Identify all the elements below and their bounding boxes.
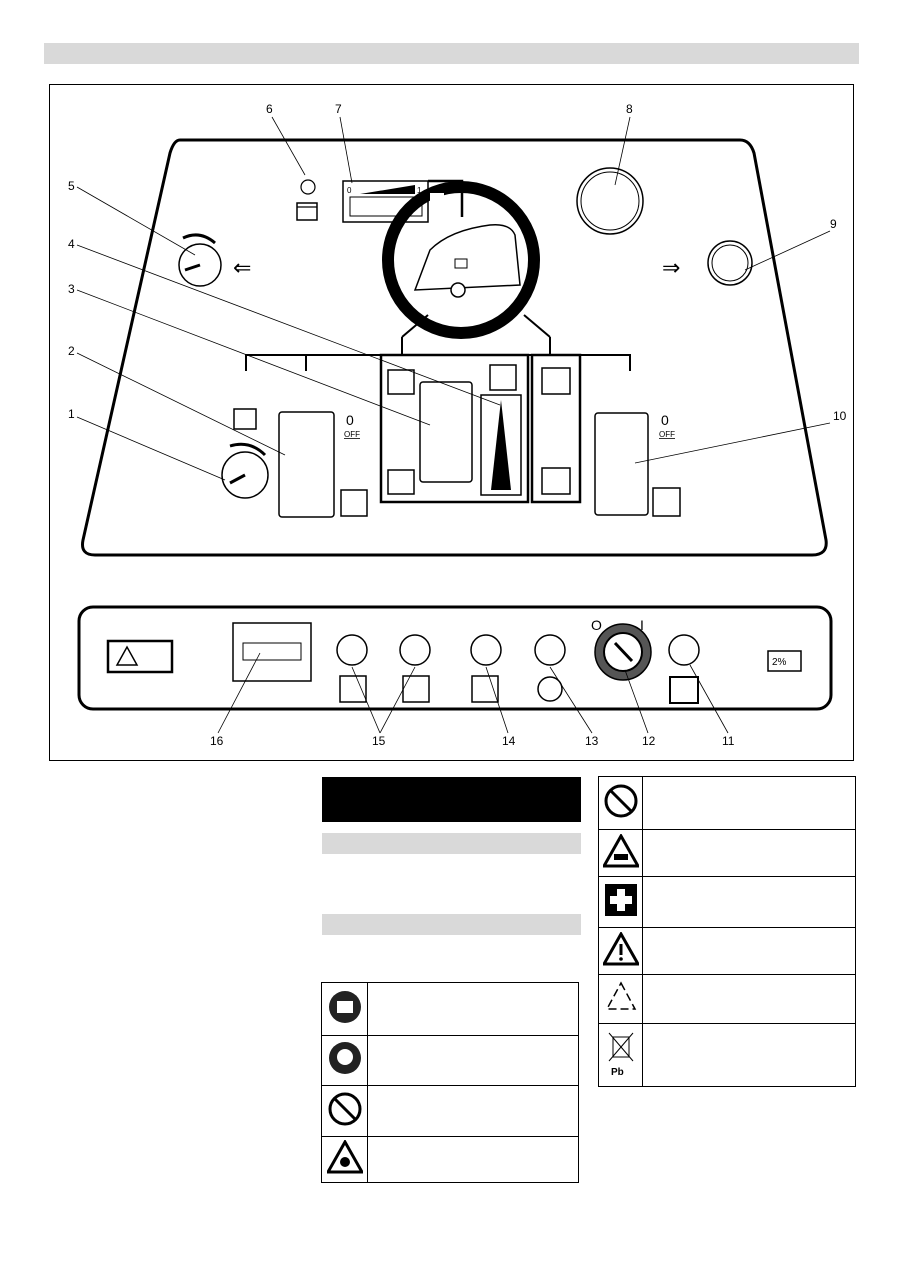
svg-text:OFF: OFF (659, 430, 675, 439)
filter-shaker-button (534, 634, 566, 666)
brush-height-box (379, 353, 530, 504)
callout-8: 8 (626, 102, 633, 116)
brush-pressure-button-1 (336, 634, 368, 666)
water-flow-knob (221, 451, 269, 499)
sweeper-machine-icon (413, 223, 521, 291)
callout-11: 11 (722, 734, 735, 748)
callout-6: 6 (266, 102, 273, 116)
brush-rocker-center (419, 381, 473, 483)
brush-weight-icon (489, 364, 517, 391)
flap-up-icon (541, 367, 571, 395)
callout-10: 10 (833, 409, 847, 423)
callout-9: 9 (830, 217, 837, 231)
horn-button (707, 240, 753, 286)
no-fire-icon (604, 784, 637, 817)
reverse-icon: ⇐ (233, 255, 251, 280)
battery-icon (296, 202, 318, 221)
warning-manual-icon (106, 639, 174, 674)
key-switch-large (576, 167, 644, 235)
section-subheading-bar-2 (322, 914, 581, 935)
svg-text:0: 0 (347, 186, 352, 195)
svg-text:0: 0 (346, 412, 354, 428)
callout-15: 15 (372, 734, 386, 748)
safety-symbols-table-left (321, 982, 579, 1183)
flap-icon (652, 487, 681, 517)
warning-icon (600, 930, 641, 965)
battery-meter (342, 180, 429, 223)
hour-meter-display (232, 622, 312, 682)
recycle-icon (605, 980, 636, 1010)
svg-text:Pb: Pb (611, 1067, 624, 1077)
callout-7: 7 (335, 102, 342, 116)
brush-down-icon (387, 469, 415, 495)
slope-icon (767, 650, 802, 672)
brush-pressure-indicator (480, 394, 522, 496)
eye-protection-icon (328, 1042, 361, 1074)
svg-text:O: O (591, 617, 602, 633)
callout-14: 14 (502, 734, 516, 748)
forward-icon: ⇒ (662, 255, 680, 280)
callout-3: 3 (68, 282, 75, 296)
callout-12: 12 (642, 734, 656, 748)
read-manual-icon (328, 990, 361, 1023)
main-switch-button (668, 634, 700, 666)
explosive-hazard-icon (324, 1138, 365, 1174)
first-aid-icon (604, 883, 637, 916)
water-tap-icon (233, 408, 257, 430)
control-panel-figure: 6 7 8 9 5 4 3 2 1 10 0 1 ⇐ ⇒ (49, 84, 854, 761)
section-subheading-bar-1 (322, 833, 581, 854)
no-children-icon (328, 1092, 361, 1125)
brush-icon (340, 489, 368, 517)
corrosive-hazard-icon (600, 832, 641, 867)
callout-4: 4 (68, 237, 75, 251)
svg-text:I: I (640, 617, 644, 633)
safety-symbols-table-right: Pb (598, 776, 856, 1087)
flap-box (530, 353, 582, 504)
svg-text:0: 0 (661, 412, 669, 428)
lower-panel-outline (77, 605, 833, 711)
brush-rocker-switch (278, 411, 335, 518)
flap-rocker-switch (594, 412, 649, 516)
flap-down-icon (541, 467, 571, 495)
callout-16: 16 (210, 734, 224, 748)
callout-1: 1 (68, 407, 75, 421)
svg-text:2%: 2% (772, 657, 787, 668)
callout-5: 5 (68, 179, 75, 193)
brush-up-icon (387, 369, 415, 395)
svg-text:OFF: OFF (344, 430, 360, 439)
brush-pressure-button-2 (399, 634, 431, 666)
upper-panel-outline (81, 138, 828, 557)
drive-knob (178, 243, 222, 287)
callout-2: 2 (68, 344, 75, 358)
flap-button (470, 634, 502, 666)
section-title-bar (322, 777, 581, 822)
indicator-led (300, 179, 316, 195)
callout-13: 13 (585, 734, 599, 748)
header-bar (44, 43, 859, 64)
no-trash-battery-icon: Pb (608, 1032, 633, 1078)
electric-icon (669, 676, 699, 704)
svg-text:1: 1 (417, 186, 422, 195)
